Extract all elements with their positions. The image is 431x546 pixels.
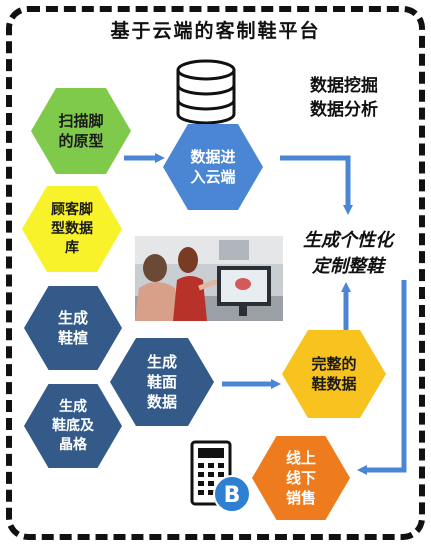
data-mining-label: 数据挖掘 数据分析 <box>310 76 378 120</box>
node-cloud: 数据进 入云端 <box>163 124 263 210</box>
node-cloud-label: 数据进 入云端 <box>190 148 236 186</box>
bitcoin-glyph: B <box>224 483 241 508</box>
photo-customer-scanning <box>135 236 283 321</box>
dashed-frame <box>6 6 425 540</box>
arrow-cloud-to-custom <box>280 155 353 215</box>
database-icon <box>176 59 236 125</box>
node-sales: 线上 线下 销售 <box>252 436 350 520</box>
arrow-custom-to-sales <box>357 280 407 475</box>
node-complete-label: 完整的 鞋数据 <box>311 355 357 393</box>
pos-terminal-bitcoin-icon: B <box>190 440 251 513</box>
node-scan-label: 扫描脚 的原型 <box>58 112 104 150</box>
node-upper-label: 生成 鞋面 数据 <box>146 353 177 411</box>
node-database-label: 顾客脚 型数据 库 <box>51 201 93 256</box>
node-complete: 完整的 鞋数据 <box>282 330 386 418</box>
node-last-label: 生成 鞋楦 <box>57 309 88 347</box>
custom-shoe-label: 生成个性化 定制整鞋 <box>303 230 393 277</box>
node-sales-label: 线上 线下 销售 <box>285 449 316 507</box>
node-sole-label: 生成 鞋底及 晶格 <box>52 398 94 453</box>
page-title: 基于云端的客制鞋平台 <box>110 20 321 42</box>
